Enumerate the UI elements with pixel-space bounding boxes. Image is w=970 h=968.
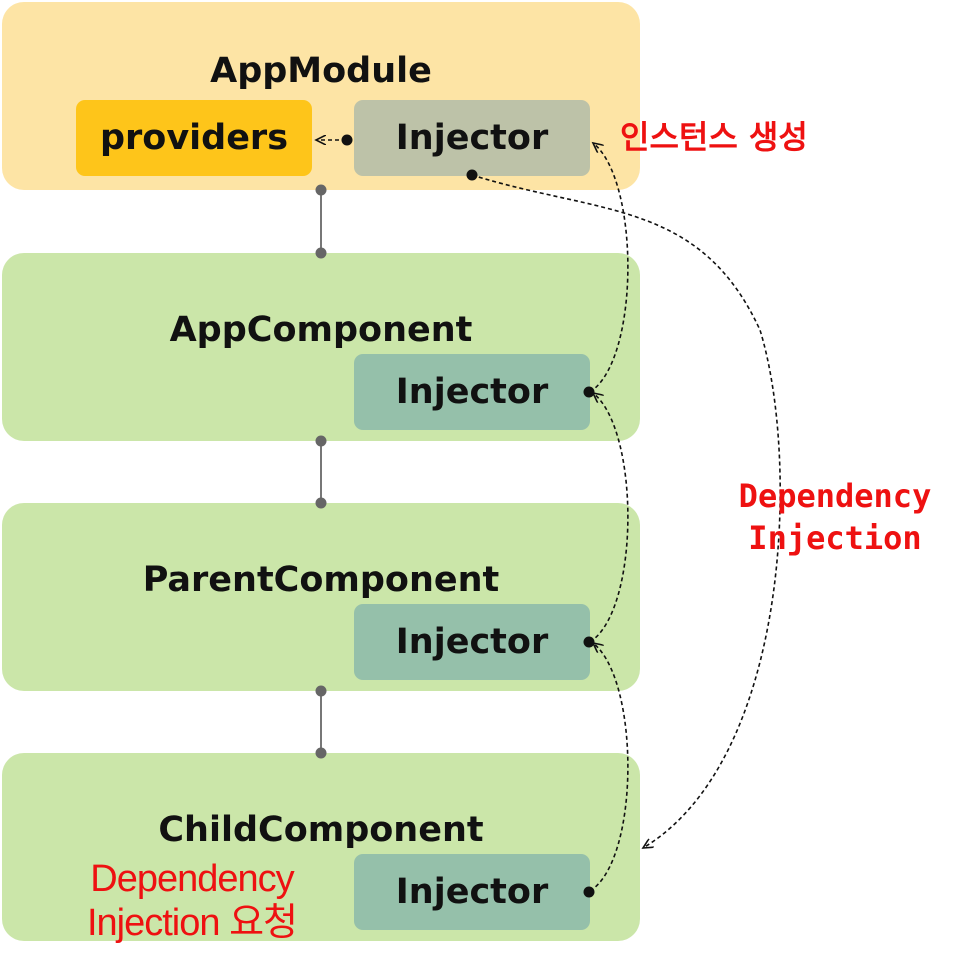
app-module-block: AppModule providers Injector — [2, 2, 640, 190]
injection-request-label: Dependency Injection 요청 — [72, 857, 312, 945]
providers-box: providers — [76, 100, 312, 176]
child-component-injector: Injector — [354, 854, 590, 930]
app-component-title: AppComponent — [169, 310, 473, 350]
parent-component-title: ParentComponent — [142, 560, 500, 600]
app-module-injector: Injector — [354, 100, 590, 176]
instance-creation-label: 인스턴스 생성 — [620, 118, 808, 156]
child-component-title: ChildComponent — [158, 810, 484, 850]
parent-component-injector: Injector — [354, 604, 590, 680]
injection-request-line1: Dependency — [90, 858, 294, 900]
dependency-injection-line2: Injection — [748, 519, 922, 557]
parent-component-block: ParentComponent Injector — [2, 503, 640, 691]
app-component-block: AppComponent Injector — [2, 253, 640, 441]
injector-to-providers-arrow — [316, 134, 353, 146]
app-component-injector: Injector — [354, 354, 590, 430]
dependency-injection-label: Dependency Injection — [715, 475, 955, 559]
dependency-injection-line1: Dependency — [738, 477, 932, 515]
chain-dots — [466, 169, 595, 898]
app-module-title: AppModule — [210, 51, 432, 91]
injection-request-line2: Injection 요청 — [86, 902, 298, 944]
child-component-block: ChildComponent Injector — [2, 753, 640, 941]
injector-lookup-chain — [471, 143, 781, 892]
hierarchy-connectors — [315, 184, 327, 759]
